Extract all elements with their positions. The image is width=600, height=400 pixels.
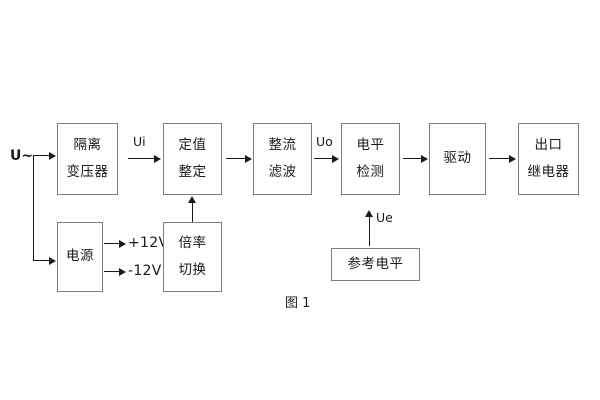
block-power-supply-line-1: 电源 <box>66 248 94 265</box>
arrowhead-to-rectify <box>245 154 252 163</box>
block-multiplier-switch-line-2: 切换 <box>178 261 207 278</box>
block-isolation-transformer-line-1: 隔离 <box>73 137 102 153</box>
line-reference-to-level-detect <box>369 216 370 246</box>
block-output-relay-line-1: 出口 <box>534 137 563 153</box>
arrowhead-to-output-relay <box>509 154 516 163</box>
block-output-relay-line-2: 继电器 <box>527 163 570 180</box>
line-rail-positive <box>104 243 120 244</box>
signal-label-ue: Ue <box>376 210 393 225</box>
block-reference-level: 参考电平 <box>331 248 420 281</box>
block-rectify-filter-line-1: 整流 <box>268 137 297 153</box>
line-rectify-to-level-detect <box>314 158 334 159</box>
input-line-to-transformer <box>33 155 50 156</box>
input-branch-trunk <box>33 155 34 261</box>
arrowhead-to-transformer <box>49 151 56 160</box>
rail-label-positive: +12V <box>128 235 169 251</box>
block-reference-level-line-1: 参考电平 <box>347 255 404 272</box>
block-setting-value-line-2: 整定 <box>178 163 207 180</box>
arrowhead-to-driver <box>421 154 428 163</box>
block-rectify-filter: 整流 滤波 <box>253 123 312 195</box>
arrowhead-to-power-supply <box>49 256 56 265</box>
signal-label-uo: Uo <box>316 134 333 149</box>
block-output-relay: 出口 继电器 <box>518 123 579 195</box>
figure-caption: 图 1 <box>285 296 311 311</box>
arrowhead-rail-positive <box>119 239 126 248</box>
block-isolation-transformer: 隔离 变压器 <box>57 123 118 195</box>
line-level-detect-to-driver <box>403 158 423 159</box>
line-rail-negative <box>104 271 120 272</box>
arrowhead-to-level-detect <box>332 154 339 163</box>
block-driver-line-1: 驱动 <box>443 150 472 167</box>
block-level-detect-line-2: 检测 <box>356 163 385 180</box>
block-multiplier-switch-line-1: 倍率 <box>178 235 207 251</box>
block-setting-value: 定值 整定 <box>163 123 222 195</box>
block-driver: 驱动 <box>429 123 486 195</box>
line-setting-to-rectify <box>226 158 246 159</box>
line-driver-to-output-relay <box>489 158 510 159</box>
block-rectify-filter-line-2: 滤波 <box>268 163 297 180</box>
arrowhead-to-setting <box>154 154 161 163</box>
input-voltage-label: U~ <box>10 148 34 164</box>
arrowhead-to-setting-from-multiplier <box>188 196 196 203</box>
block-level-detect-line-1: 电平 <box>356 137 385 153</box>
signal-label-ui: Ui <box>133 134 146 149</box>
arrowhead-to-level-detect-from-reference <box>365 210 373 217</box>
arrowhead-rail-negative <box>119 267 126 276</box>
block-power-supply: 电源 <box>57 222 103 292</box>
block-level-detect: 电平 检测 <box>341 123 400 195</box>
line-multiplier-to-setting <box>192 201 193 222</box>
block-setting-value-line-1: 定值 <box>178 137 207 153</box>
block-isolation-transformer-line-2: 变压器 <box>66 163 109 180</box>
input-line-to-power-supply <box>33 260 50 261</box>
rail-label-negative: -12V <box>128 263 162 279</box>
line-transformer-to-setting <box>128 158 155 159</box>
block-multiplier-switch: 倍率 切换 <box>163 222 222 292</box>
